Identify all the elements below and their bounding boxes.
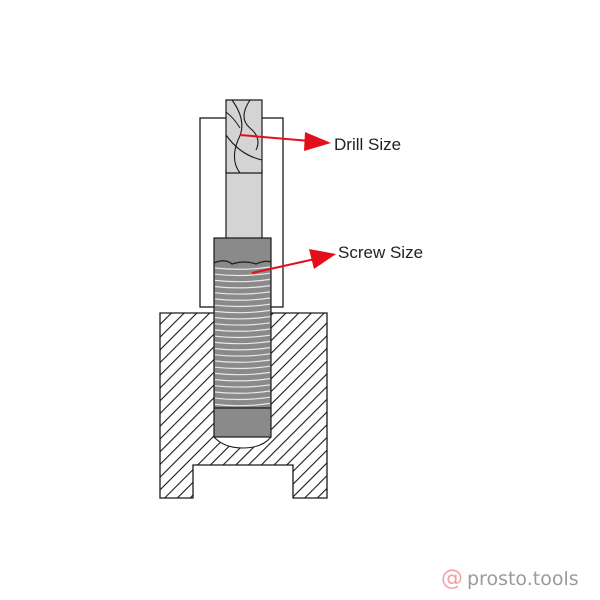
screw-thread xyxy=(214,359,271,363)
drill-size-label: Drill Size xyxy=(334,135,402,154)
screw-thread xyxy=(214,378,271,382)
screw-thread xyxy=(214,291,271,295)
at-sign-icon: @ xyxy=(441,566,463,591)
watermark-text: prosto.tools xyxy=(467,567,579,590)
screw-thread xyxy=(214,303,271,308)
screw-thread xyxy=(214,340,271,345)
screw-thread xyxy=(214,384,271,388)
screw-thread xyxy=(214,328,271,332)
drill-shank xyxy=(225,169,263,241)
screw-thread xyxy=(214,322,271,326)
screw-thread xyxy=(214,316,271,320)
screw-thread xyxy=(214,309,271,314)
drill-bit-tip xyxy=(225,99,263,174)
screw-thread xyxy=(214,353,271,357)
screw-thread xyxy=(214,272,271,277)
broken-screw xyxy=(213,237,272,438)
screw-size-label: Screw Size xyxy=(338,243,424,262)
screw-thread xyxy=(214,347,271,351)
screw-thread xyxy=(214,371,271,376)
screw-size-arrow xyxy=(251,249,336,274)
screw-thread xyxy=(214,365,271,370)
screw-thread xyxy=(214,390,271,394)
screw-thread xyxy=(214,285,271,289)
screw-thread xyxy=(214,396,271,401)
screw-thread xyxy=(214,334,271,339)
screw-thread xyxy=(214,278,271,283)
screw-thread xyxy=(214,266,271,270)
drill-size-arrow xyxy=(239,132,331,151)
watermark: @ prosto.tools xyxy=(441,566,579,591)
screw-thread xyxy=(214,402,271,407)
screw-thread xyxy=(214,297,271,301)
